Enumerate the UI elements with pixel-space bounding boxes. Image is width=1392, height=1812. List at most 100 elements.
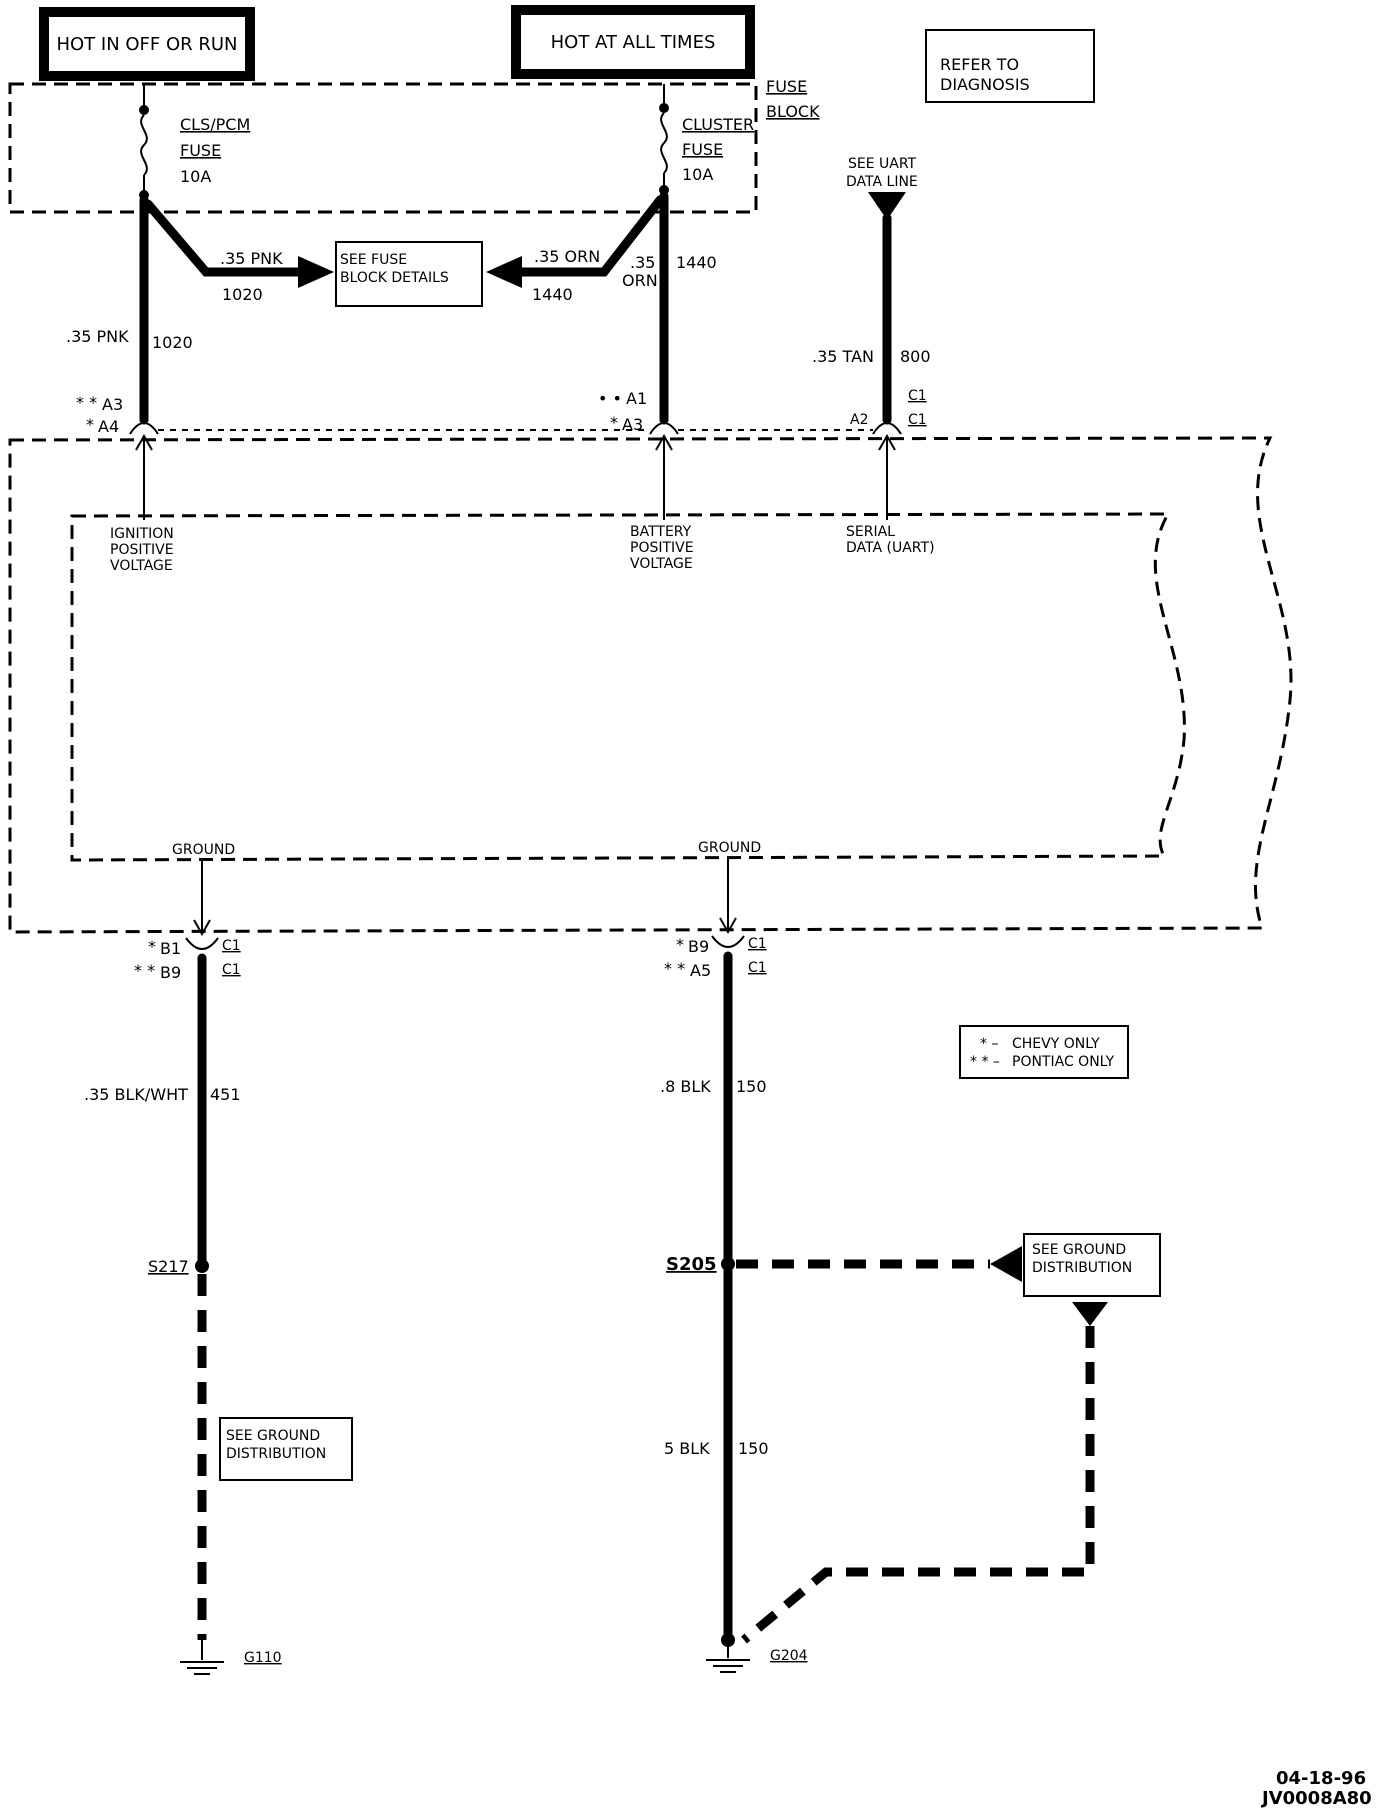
module-inner-outline — [70, 512, 1186, 862]
pin-left-bot-star: * — [148, 937, 156, 956]
pin-left-b-star: * — [86, 415, 94, 434]
pin-uart: A2 — [850, 412, 868, 428]
wire-150-size-1: .8 BLK — [660, 1077, 711, 1096]
pin-mid-bot-b: A5 — [690, 961, 711, 980]
refer-to-diagnosis-box: REFER TO DIAGNOSIS — [925, 29, 1095, 103]
wire-1440-size-2: ORN — [622, 271, 658, 290]
serial-label-1: SERIAL — [846, 524, 895, 540]
splice-s205 — [721, 1257, 735, 1271]
legend-pontiac: PONTIAC ONLY — [1012, 1054, 1115, 1070]
see-fuse-details-line2: BLOCK DETAILS — [340, 270, 449, 286]
ground-dist-return-dashed — [741, 1326, 1095, 1644]
pin-left-top-a: A3 — [102, 395, 123, 414]
serial-label-2: DATA (UART) — [846, 540, 935, 556]
hot-in-off-or-run-box: HOT IN OFF OR RUN — [39, 7, 255, 81]
pin-left-bot-b: B9 — [160, 963, 181, 982]
see-ground-left-line1: SEE GROUND — [226, 1428, 320, 1444]
footer-date: 04-18-96 — [1276, 1768, 1366, 1789]
connector-a3 — [649, 422, 679, 435]
pin-mid-top-b: A3 — [622, 415, 643, 434]
wire-1020-size: .35 PNK — [66, 327, 129, 346]
wire-800-circuit: 800 — [900, 347, 931, 366]
wire-1440-branch — [515, 195, 665, 277]
see-ground-right-line2: DISTRIBUTION — [1032, 1260, 1132, 1276]
cluster-fuse: CLUSTER FUSE 10A — [659, 84, 754, 195]
connector-a4 — [129, 422, 159, 435]
wire-1440-size-1: .35 — [630, 253, 655, 272]
ground-dist-arrow-left-icon — [990, 1246, 1022, 1282]
cls-pcm-fuse-type: FUSE — [180, 141, 221, 160]
hot-in-off-or-run-label: HOT IN OFF OR RUN — [56, 34, 237, 55]
serial-input-arrow — [878, 433, 896, 520]
connector-a2 — [872, 422, 902, 435]
see-fuse-block-details-box: SEE FUSE BLOCK DETAILS — [335, 241, 483, 307]
pin-left-top-b: A4 — [98, 417, 119, 436]
refer-to-line2: DIAGNOSIS — [940, 75, 1030, 94]
ignition-label-3: VOLTAGE — [110, 558, 173, 574]
cluster-fuse-type: FUSE — [682, 140, 723, 159]
wire-451-circuit: 451 — [210, 1085, 241, 1104]
mid-bot-conn-b: C1 — [748, 960, 767, 976]
pin-mid-a-stars: • • — [598, 389, 622, 408]
battery-label-1: BATTERY — [630, 524, 692, 540]
legend-chevy: CHEVY ONLY — [1012, 1036, 1100, 1052]
see-ground-distribution-left: SEE GROUND DISTRIBUTION — [219, 1417, 353, 1481]
mid-bot-conn-a: C1 — [748, 936, 767, 952]
uart-source-line2: DATA LINE — [846, 174, 918, 190]
cluster-fuse-rating: 10A — [682, 165, 713, 184]
ground-left-arrow — [193, 860, 211, 937]
hot-at-all-times-box: HOT AT ALL TIMES — [511, 5, 755, 79]
see-ground-right-line1: SEE GROUND — [1032, 1242, 1126, 1258]
hot-at-all-times-label: HOT AT ALL TIMES — [551, 32, 716, 53]
left-bot-conn-a: C1 — [222, 938, 241, 954]
ground-left-label: GROUND — [172, 842, 235, 858]
uart-arrow-icon — [868, 192, 906, 220]
ground-g204-icon — [706, 1640, 750, 1673]
fuse-block-label-1: FUSE — [766, 77, 807, 96]
left-bot-conn-b: C1 — [222, 962, 241, 978]
splice-s217 — [195, 1259, 209, 1273]
ground-dist-arrow-down-icon — [1072, 1302, 1108, 1326]
branch-left-wire: .35 PNK — [220, 249, 283, 268]
cluster-fuse-name: CLUSTER — [682, 115, 754, 134]
splice-s217-label: S217 — [148, 1257, 189, 1276]
legend-box: * – CHEVY ONLY * * – PONTIAC ONLY — [959, 1025, 1129, 1079]
arrow-to-fuse-details-right — [486, 256, 522, 288]
wire-150-circuit-1: 150 — [736, 1077, 767, 1096]
pin-mid-b-star: * — [610, 413, 618, 432]
pin-left-bot-stars: * * — [134, 961, 155, 980]
wire-150-size-2: 5 BLK — [664, 1439, 710, 1458]
ground-right-label: GROUND — [698, 840, 761, 856]
pin-left-bot-a: B1 — [160, 939, 181, 958]
connector-b1 — [185, 937, 219, 950]
pin-mid-bot-star: * — [676, 935, 684, 954]
battery-label-2: POSITIVE — [630, 540, 694, 556]
wire-150-circuit-2: 150 — [738, 1439, 769, 1458]
branch-right-wire: .35 ORN — [534, 247, 600, 266]
ground-g110-icon — [180, 1640, 224, 1675]
battery-label-3: VOLTAGE — [630, 556, 693, 572]
see-ground-left-line2: DISTRIBUTION — [226, 1446, 326, 1462]
ground-g204-label: G204 — [770, 1648, 808, 1664]
ground-g110-label: G110 — [244, 1650, 282, 1666]
branch-left-circuit: 1020 — [222, 285, 263, 304]
connector-b9 — [711, 935, 745, 948]
cls-pcm-fuse: CLS/PCM FUSE 10A — [139, 84, 250, 200]
pin-mid-bot-a: B9 — [688, 937, 709, 956]
wire-1020-circuit: 1020 — [152, 333, 193, 352]
legend-pontiac-marker: * * – — [970, 1054, 1000, 1070]
wire-1440-circuit: 1440 — [676, 253, 717, 272]
fuse-block-label-2: BLOCK — [766, 102, 820, 121]
wire-1020-branch — [143, 199, 305, 277]
cls-pcm-fuse-name: CLS/PCM — [180, 115, 250, 134]
see-fuse-details-line1: SEE FUSE — [340, 252, 407, 268]
ignition-label-2: POSITIVE — [110, 542, 174, 558]
refer-to-line1: REFER TO — [940, 55, 1019, 74]
ground-right-arrow — [719, 858, 737, 935]
ignition-label-1: IGNITION — [110, 526, 174, 542]
cls-pcm-fuse-rating: 10A — [180, 167, 211, 186]
battery-input-arrow — [655, 433, 673, 520]
splice-s205-label: S205 — [666, 1254, 717, 1275]
